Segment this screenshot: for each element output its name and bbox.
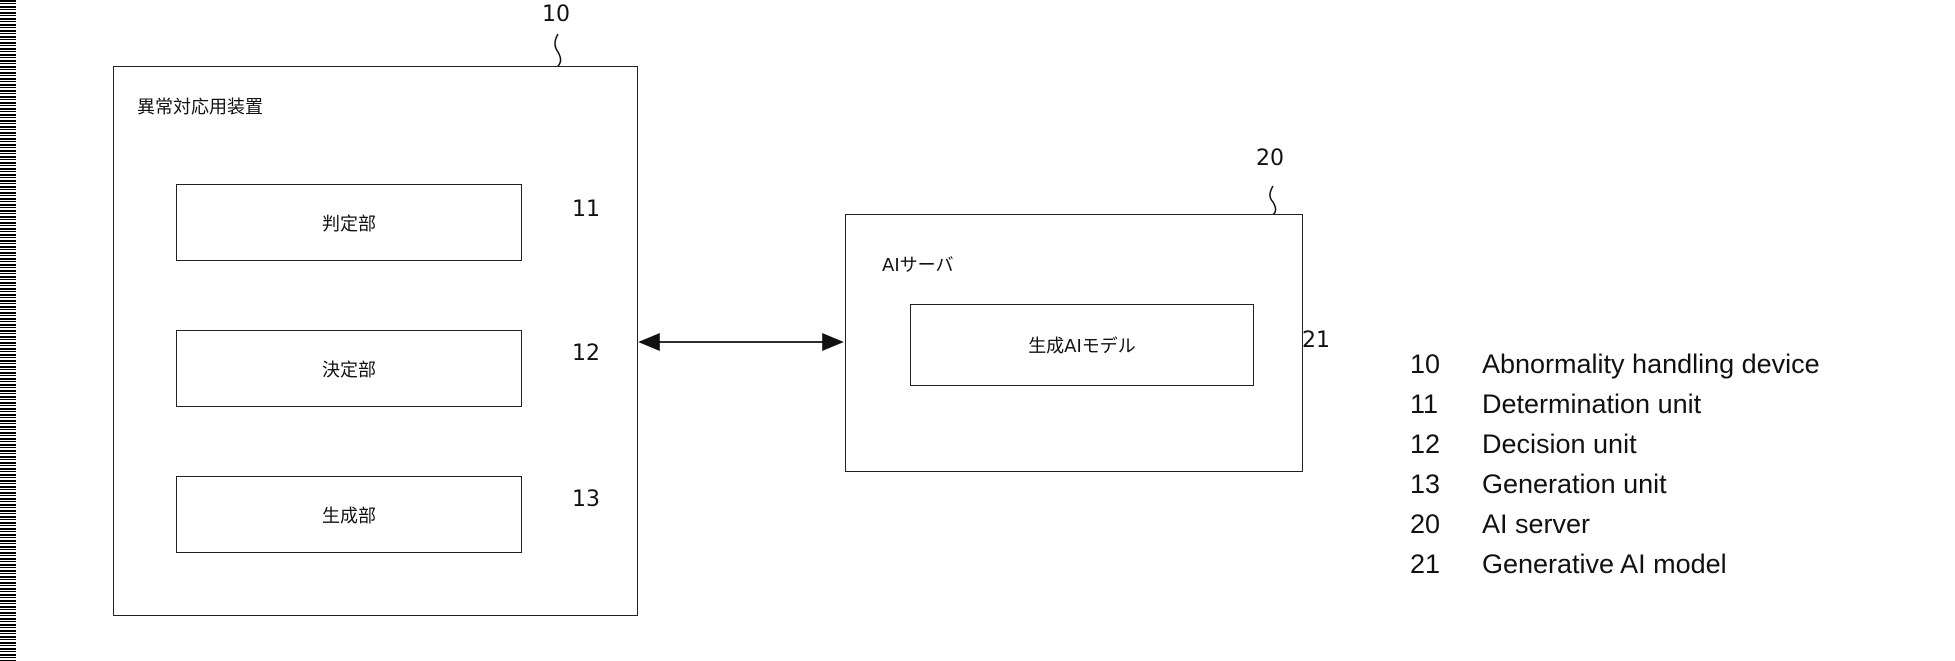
- legend-number: 20: [1410, 509, 1482, 540]
- legend-item: 11 Determination unit: [1410, 384, 1820, 424]
- legend-number: 12: [1410, 429, 1482, 460]
- ref-20: 20: [1256, 146, 1284, 171]
- ref-13: 13: [572, 487, 600, 512]
- ref-11: 11: [572, 197, 600, 222]
- ref-10: 10: [542, 2, 570, 27]
- legend-item: 21 Generative AI model: [1410, 544, 1820, 584]
- determination-unit-label: 判定部: [322, 210, 376, 236]
- ref-12: 12: [572, 341, 600, 366]
- decision-unit-box: 決定部: [176, 330, 522, 407]
- determination-unit-box: 判定部: [176, 184, 522, 261]
- legend-text: Determination unit: [1482, 389, 1701, 420]
- legend-text: Generation unit: [1482, 469, 1667, 500]
- generative-ai-model-box: 生成AIモデル: [910, 304, 1254, 386]
- generation-unit-label: 生成部: [322, 502, 376, 528]
- legend-item: 10 Abnormality handling device: [1410, 344, 1820, 384]
- legend-item: 12 Decision unit: [1410, 424, 1820, 464]
- legend-text: Abnormality handling device: [1482, 349, 1820, 380]
- ref-21: 21: [1302, 328, 1330, 353]
- legend-text: AI server: [1482, 509, 1590, 540]
- leader-10: [555, 34, 561, 68]
- decision-unit-label: 決定部: [322, 356, 376, 382]
- legend-number: 13: [1410, 469, 1482, 500]
- legend-number: 11: [1410, 389, 1482, 420]
- generative-ai-model-label: 生成AIモデル: [1028, 332, 1136, 358]
- leader-20: [1270, 186, 1276, 216]
- device-title: 異常対応用装置: [137, 93, 263, 119]
- ai-server-title: AIサーバ: [882, 251, 953, 277]
- legend-item: 20 AI server: [1410, 504, 1820, 544]
- generation-unit-box: 生成部: [176, 476, 522, 553]
- legend-text: Generative AI model: [1482, 549, 1727, 580]
- legend-number: 21: [1410, 549, 1482, 580]
- legend-item: 13 Generation unit: [1410, 464, 1820, 504]
- legend-text: Decision unit: [1482, 429, 1637, 460]
- legend-number: 10: [1410, 349, 1482, 380]
- legend: 10 Abnormality handling device 11 Determ…: [1410, 344, 1820, 584]
